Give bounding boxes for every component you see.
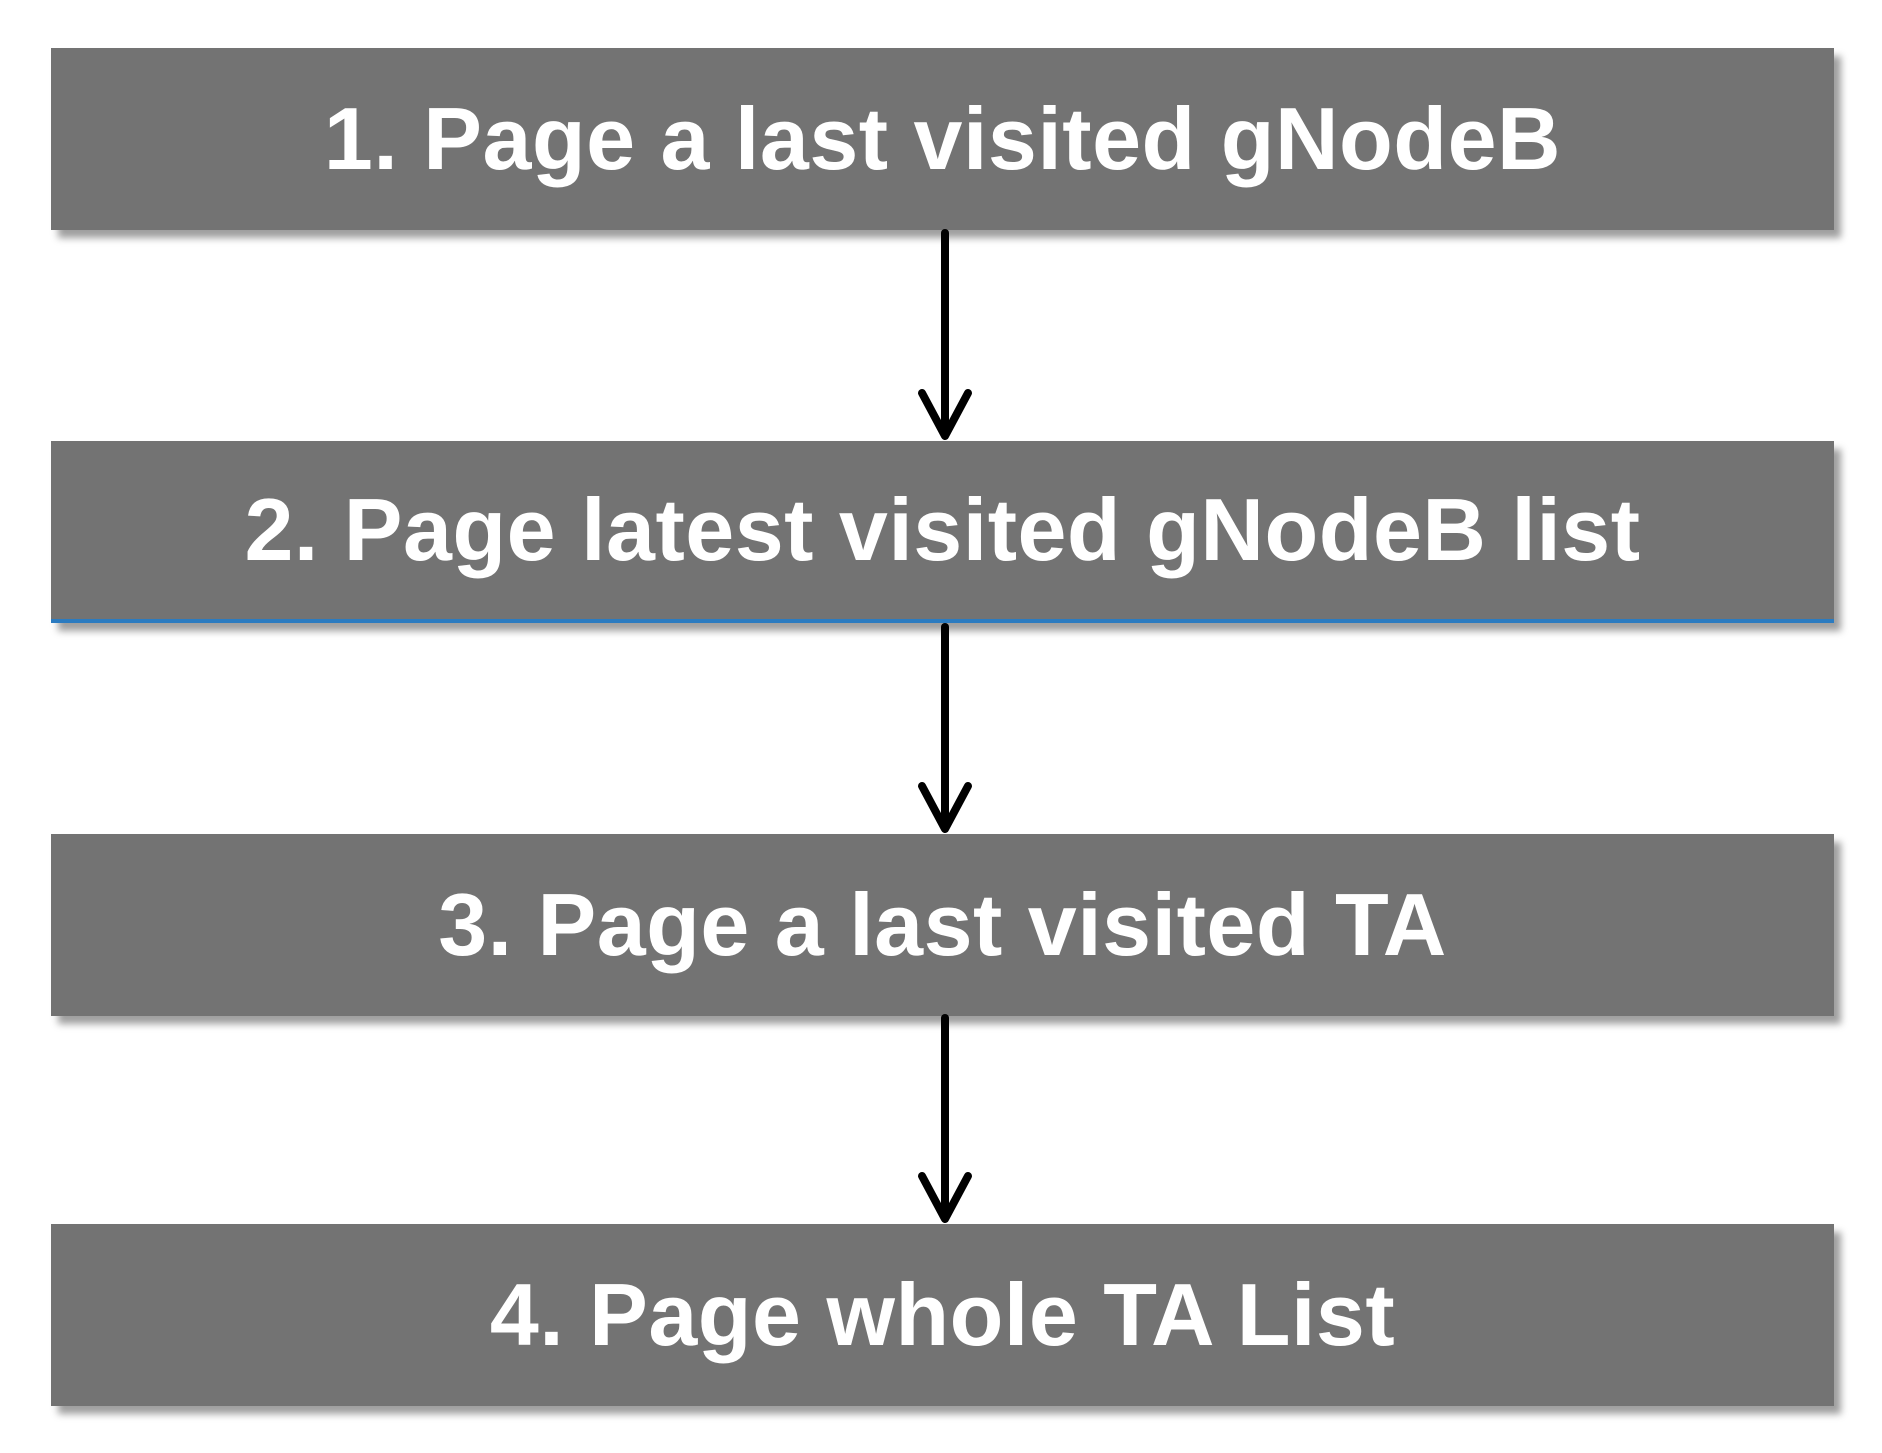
arrow-2-to-3 bbox=[918, 623, 972, 833]
arrow-3-to-4 bbox=[918, 1014, 972, 1223]
step-box-4: 4. Page whole TA List bbox=[51, 1224, 1834, 1406]
step-label-1: 1. Page a last visited gNodeB bbox=[323, 89, 1562, 188]
step-label-4: 4. Page whole TA List bbox=[489, 1265, 1396, 1364]
arrow-1-to-2 bbox=[918, 229, 972, 440]
step-box-1: 1. Page a last visited gNodeB bbox=[51, 48, 1834, 230]
step-label-3: 3. Page a last visited TA bbox=[438, 875, 1447, 974]
step-box-3: 3. Page a last visited TA bbox=[51, 834, 1834, 1016]
step-label-2: 2. Page latest visited gNodeB list bbox=[244, 480, 1641, 579]
step-box-2: 2. Page latest visited gNodeB list bbox=[51, 441, 1834, 623]
